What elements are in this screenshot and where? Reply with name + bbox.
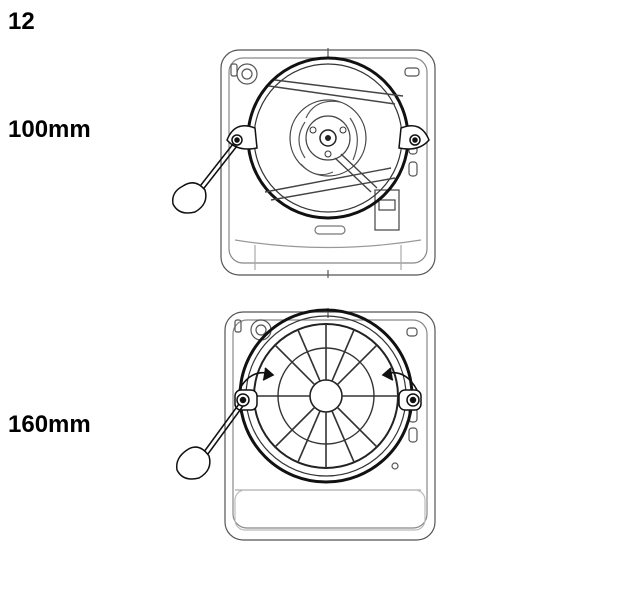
screwdriver-icon	[171, 143, 238, 214]
impeller-assembly	[246, 56, 410, 220]
fan-100mm-illustration	[171, 48, 436, 278]
rotate-arrow-icon	[238, 367, 418, 391]
fan-160mm-illustration	[175, 308, 436, 541]
size-label-100mm: 100mm	[8, 116, 91, 143]
left-clip	[234, 389, 258, 411]
corner-hole	[250, 319, 272, 341]
right-clip	[398, 389, 422, 411]
size-label-160mm: 160mm	[8, 411, 91, 438]
step-number: 12	[8, 8, 35, 35]
housing-outline	[224, 311, 436, 541]
housing-inner	[232, 319, 428, 529]
corner-hole	[236, 63, 258, 85]
grille-assembly	[238, 308, 414, 484]
screwdriver-icon	[175, 403, 244, 480]
left-clip	[226, 125, 258, 150]
right-clip	[398, 125, 430, 150]
